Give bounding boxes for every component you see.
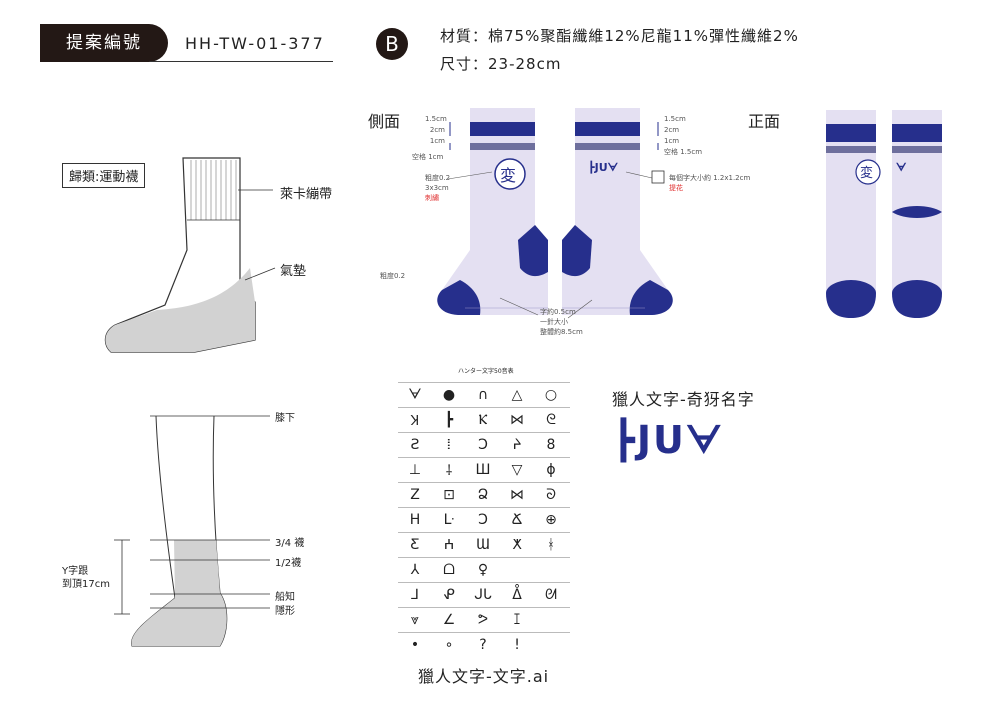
glyph-cell: ⊥ [408, 462, 422, 478]
glyph-cell: Ⲕ [478, 412, 488, 428]
glyph-cell: ꕯ [513, 612, 521, 628]
glyph-cell: Ш [475, 462, 491, 478]
glyph-cell: ⵂ [446, 437, 452, 453]
glyph-cell: ϕ [546, 462, 556, 478]
glyph-row: ⅄ ᗝ ♀ [398, 557, 570, 582]
glyph-cell: ∠ [442, 612, 456, 628]
length-invisible: 隱形 [275, 606, 295, 617]
front-view-socks [826, 110, 942, 318]
glyph-cell: ᕵ [443, 587, 455, 603]
glyph-cell: ⅃ [411, 587, 419, 603]
glyph-row: ᗄ ● ∩ △ ○ [398, 382, 570, 407]
dims-left-gap: 空格 1cm [412, 153, 444, 161]
glyph-cell: ᘓ [546, 412, 556, 428]
glyph-row: Ƨ ⵂ Ɔ ᔨ 8 [398, 432, 570, 457]
glyph-cell: Ձ [477, 487, 489, 503]
glyph-cell: ᗝ [443, 562, 455, 578]
glyph-cell: Ɔ [478, 512, 488, 528]
glyph-cell: ∘ [444, 637, 454, 653]
glyph-cell: ⵄ [443, 537, 455, 553]
glyph-cell: ⊡ [443, 487, 455, 503]
glyph-cell: Ɯ [476, 537, 490, 553]
sock-length-diagram [114, 415, 270, 647]
glyph-cell: Ʞ [410, 412, 420, 429]
proposal-underline [150, 61, 333, 62]
glyph-cell: ᐂ [512, 587, 522, 603]
hunter-name-glyphs: ┣JUᗄ [612, 418, 724, 462]
glyph-cell: ⅄ [410, 562, 420, 578]
hunter-name-title: 獵人文字-奇犽名字 [612, 390, 755, 409]
glyph-cell: • [410, 637, 420, 653]
length-half: 1/2襪 [275, 558, 302, 569]
length-knee: 膝下 [275, 413, 295, 424]
glyph-row: Z ⊡ Ձ ⋈ ᘐ [398, 482, 570, 507]
callout-cushion: 氣墊 [280, 264, 307, 279]
glyph-cell: ⊕ [545, 512, 557, 528]
material-spec: 材質：棉75%聚酯纖維12%尼龍11%彈性纖維2% [440, 27, 799, 45]
glyph-cell: △ [511, 387, 523, 403]
glyph-cell: ? [479, 637, 487, 653]
glyph-cell: ⋈ [510, 412, 524, 428]
glyph-row: • ∘?! [398, 632, 570, 657]
side-view-socks [437, 108, 673, 319]
glyph-cell: H [409, 512, 421, 528]
glyph-cell: ᒷ [443, 512, 455, 528]
glyph-cell: ! [514, 637, 520, 653]
glyph-cell: Ƨ [410, 437, 420, 453]
length-three-quarter: 3/4 襪 [275, 538, 305, 549]
glyph-cell: 8 [546, 437, 556, 453]
glyph-cell: ♀ [477, 562, 489, 578]
glyph-cell: ᕗ [477, 612, 489, 628]
glyph-cell: ⵅ [512, 537, 522, 553]
glyph-row: Ʞ ┣ Ⲕ ⋈ ᘓ [398, 407, 570, 432]
sock-structure-diagram [104, 157, 276, 353]
glyph-cell: Z [410, 487, 420, 503]
glyph-table-title: ハンター文字50音表 [458, 368, 514, 375]
glyph-row: H ᒷ Ɔ Ճ ⊕ [398, 507, 570, 532]
glyph-cell: ᔨ [512, 437, 522, 453]
glyph-cell: ⋈ [510, 487, 524, 503]
front-hunter-glyph: ᗄ [896, 161, 907, 174]
variant-badge: B [376, 28, 408, 60]
glyph-cell: ᒍᒐ [474, 587, 492, 603]
glyph-cell: ᚼ [546, 537, 556, 553]
glyph-cell: ▽ [511, 462, 523, 478]
glyph-cell: ○ [544, 387, 558, 403]
glyph-cell: ⸸ [445, 462, 453, 479]
glyph-cell: Ɔ [478, 437, 488, 453]
glyph-row: ⅃ ᕵ ᒍᒐ ᐂ ᘛ [398, 582, 570, 607]
proposal-code: HH-TW-01-377 [185, 34, 325, 53]
thickness-note: 粗度0.2 [380, 272, 406, 280]
glyph-table-caption: 獵人文字-文字.ai [418, 667, 550, 686]
glyph-cell: ┣ [444, 412, 454, 428]
glyph-row: ⩔ ∠ ᕗ ꕯ [398, 607, 570, 632]
glyph-cell: Ƹ [410, 537, 420, 553]
glyph-cell: Ճ [511, 512, 523, 528]
glyph-cell: ᘛ [545, 587, 557, 603]
y-heel-note: Y字跟到頂17cm [62, 566, 110, 590]
hunter-name-small: ┣JUᗄ [588, 161, 618, 174]
side-view-title: 側面 [368, 112, 401, 131]
callout-lycra: 萊卡繃帶 [280, 187, 333, 202]
glyph-cell: ᘐ [546, 487, 556, 503]
glyph-cell: ᗄ [408, 387, 422, 403]
length-boat: 船知 [275, 592, 295, 603]
front-view-title: 正面 [748, 112, 781, 131]
proposal-label: 提案編號 [40, 24, 168, 62]
glyph-cell: ● [442, 387, 456, 403]
glyph-row: ⊥ ⸸ Ш ▽ ϕ [398, 457, 570, 482]
front-logo-char: 変 [860, 166, 874, 181]
logo-char: 変 [500, 166, 517, 185]
glyph-cell: ∩ [477, 387, 489, 403]
glyph-cell: ⩔ [411, 612, 419, 628]
size-spec: 尺寸：23-28cm [440, 55, 562, 73]
category-box: 歸類:運動襪 [62, 163, 146, 188]
